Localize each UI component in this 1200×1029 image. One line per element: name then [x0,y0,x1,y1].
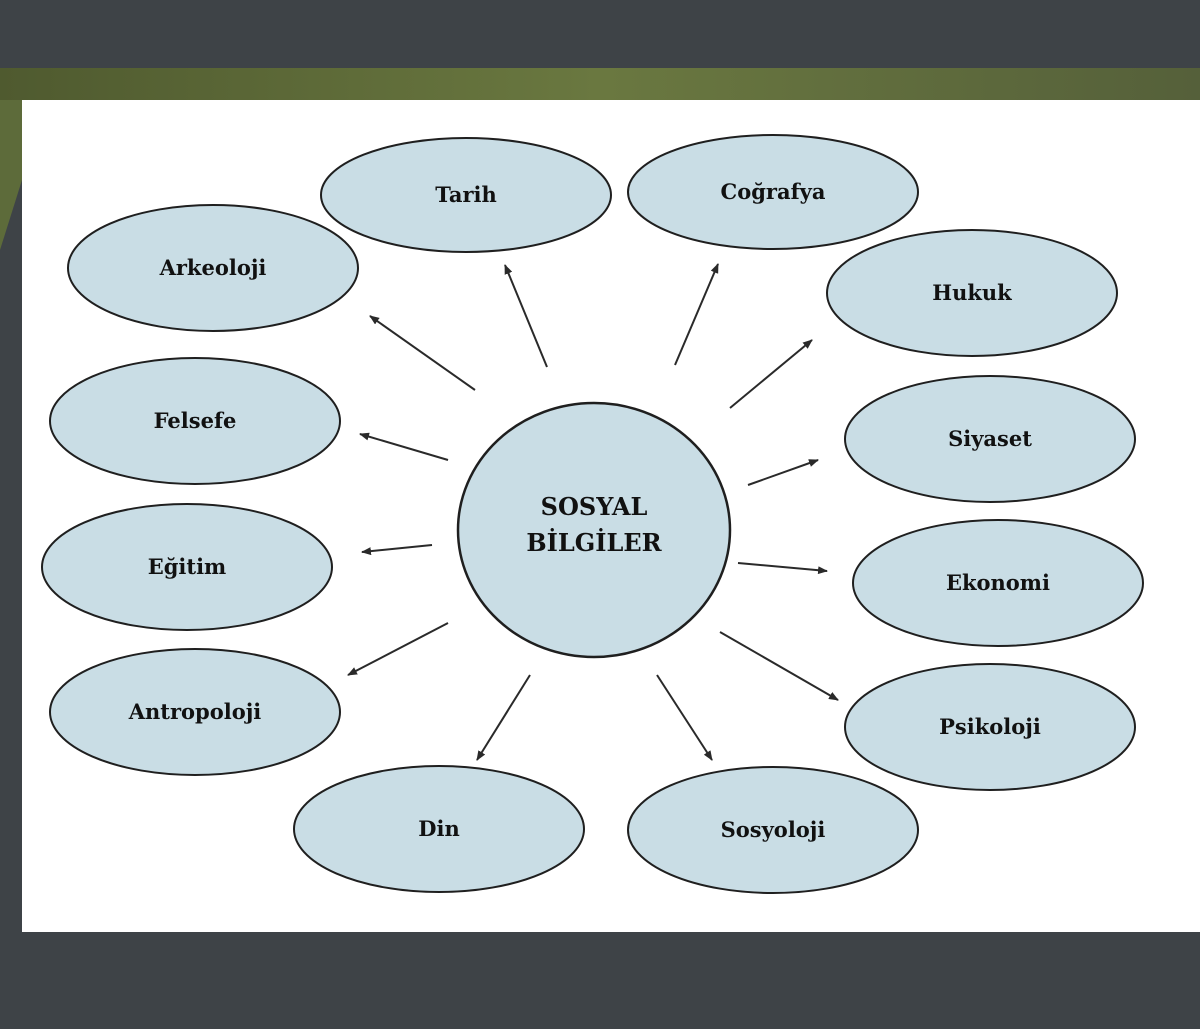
green-band [0,68,1200,100]
node-ellipse-siyaset [844,375,1136,503]
arrow-to-ekonomi [737,562,828,575]
node-din: Din [293,765,585,893]
node-sosyoloji: Sosyoloji [627,766,919,894]
arrow-to-felsefe [359,432,449,461]
arrow-to-hukuk [729,339,813,409]
node-cografya: Coğrafya [627,134,919,250]
node-label-felsefe: Felsefe [154,408,237,433]
node-label-hukuk: Hukuk [932,280,1012,305]
node-ellipse-cografya [627,134,919,250]
arrows-group [347,263,839,761]
arrow-to-arkeoloji [369,315,476,391]
node-label-tarih: Tarih [435,182,497,207]
node-ellipse-hukuk [826,229,1118,357]
arrow-to-psikoloji [719,631,839,701]
node-ellipse-ekonomi [852,519,1144,647]
arrow-to-egitim [361,544,433,556]
left-green-accent [0,100,22,250]
node-antropoloji: Antropoloji [49,648,341,776]
node-felsefe: Felsefe [49,357,341,485]
node-hukuk: Hukuk [826,229,1118,357]
node-label-cografya: Coğrafya [721,179,826,204]
node-ekonomi: Ekonomi [852,519,1144,647]
top-frame-bar [0,0,1200,68]
arrow-to-cografya [674,263,719,366]
arrow-to-din [476,674,531,761]
node-psikoloji: Psikoloji [844,663,1136,791]
node-label-psikoloji: Psikoloji [939,714,1041,739]
node-label-sosyoloji: Sosyoloji [721,817,826,842]
node-ellipse-tarih [320,137,612,253]
node-ellipse-antropoloji [49,648,341,776]
center-node: SOSYAL BİLGİLER [456,401,732,659]
node-label-egitim: Eğitim [148,554,227,579]
bottom-frame-bar [0,935,1200,1029]
nodes-group: Tarih CoğrafyaArkeolojiHukukFelsefeSiyase… [41,134,1144,894]
node-ellipse-din [293,765,585,893]
center-ellipse [456,401,732,659]
node-label-antropoloji: Antropoloji [128,699,262,724]
node-ellipse-arkeoloji [67,204,359,332]
arrow-to-sosyoloji [656,674,713,761]
node-egitim: Eğitim [41,503,333,631]
node-ellipse-psikoloji [844,663,1136,791]
arrow-to-antropoloji [347,622,449,676]
node-tarih: Tarih [320,137,612,253]
node-label-arkeoloji: Arkeoloji [159,255,267,280]
node-label-ekonomi: Ekonomi [946,570,1050,595]
node-arkeoloji: Arkeoloji [67,204,359,332]
center-label-line1: SOSYAL [541,492,648,521]
node-ellipse-egitim [41,503,333,631]
node-label-din: Din [418,816,459,841]
arrow-to-tarih [504,264,548,368]
node-ellipse-felsefe [49,357,341,485]
node-siyaset: Siyaset [844,375,1136,503]
arrow-to-siyaset [747,459,819,486]
node-label-siyaset: Siyaset [948,426,1032,451]
node-ellipse-sosyoloji [627,766,919,894]
center-label-line2: BİLGİLER [526,528,662,557]
